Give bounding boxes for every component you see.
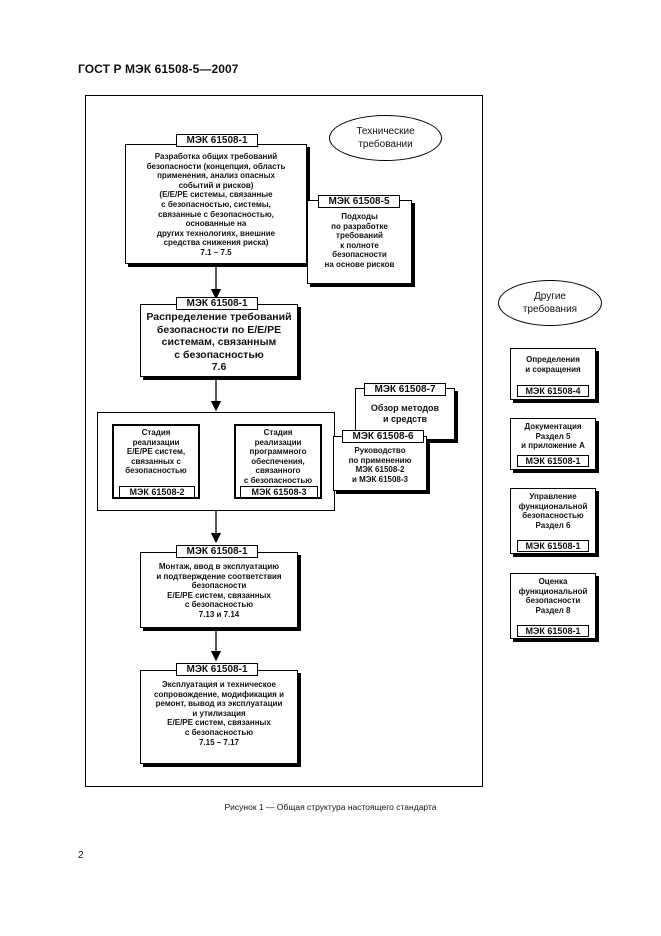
box-part6-guidelines [333, 436, 427, 491]
document-header: ГОСТ Р МЭК 61508-5—2007 [78, 62, 239, 76]
page-number: 2 [78, 850, 84, 861]
stage-hardware-text: Стадия реализации Е/Е/РЕ систем, связанн… [125, 428, 187, 476]
box3-text: Монтаж, ввод в эксплуатацию и подтвержде… [156, 562, 282, 619]
part6-standard-label: МЭК 61508-6 [342, 430, 424, 443]
box-allocation [140, 304, 298, 377]
side-box-definitions-label: МЭК 61508-4 [517, 385, 589, 397]
box-general-requirements [125, 144, 307, 264]
part7-standard-label: МЭК 61508-7 [364, 383, 446, 396]
side-box-definitions-text: Определения и сокращения [525, 355, 581, 374]
part6-text: Руководство по применению МЭК 61508-2 и … [348, 446, 412, 484]
box2-standard-label: МЭК 61508-1 [176, 297, 258, 310]
stage-software-text: Стадия реализации программного обеспечен… [243, 428, 313, 485]
figure-caption: Рисунок 1 — Общая структура настоящего с… [224, 802, 437, 812]
stage-hardware-label: МЭК 61508-2 [119, 486, 195, 498]
box2-text: Распределение требований безопасности по… [146, 311, 292, 373]
box4-text: Эксплуатация и техническое сопровождение… [154, 680, 284, 747]
technical-requirements-ellipse: Технические требовании [329, 115, 442, 161]
part7-text: Обзор методов и средств [370, 403, 440, 424]
side-box-management-label: МЭК 61508-1 [517, 540, 589, 552]
side-box-management-text: Управление функциональной безопасностью … [518, 492, 588, 530]
stage-software-label: МЭК 61508-3 [240, 486, 318, 498]
box3-standard-label: МЭК 61508-1 [176, 545, 258, 558]
part5-standard-label: МЭК 61508-5 [318, 195, 400, 208]
side-box-documentation-text: Документация Раздел 5 и приложение А [521, 422, 585, 451]
box-operation [140, 670, 298, 764]
side-box-documentation-label: МЭК 61508-1 [517, 455, 589, 467]
box1-standard-label: МЭК 61508-1 [176, 134, 258, 147]
part5-text: Подходы по разработке требований к полно… [324, 212, 395, 269]
diagram-frame [85, 95, 483, 787]
side-box-assessment-label: МЭК 61508-1 [517, 625, 589, 637]
box4-standard-label: МЭК 61508-1 [176, 663, 258, 676]
other-requirements-ellipse: Другие требования [498, 280, 602, 326]
box1-text: Разработка общих требований безопасности… [146, 152, 286, 257]
side-box-assessment-text: Оценка функциональной безопасности Разде… [518, 577, 588, 615]
